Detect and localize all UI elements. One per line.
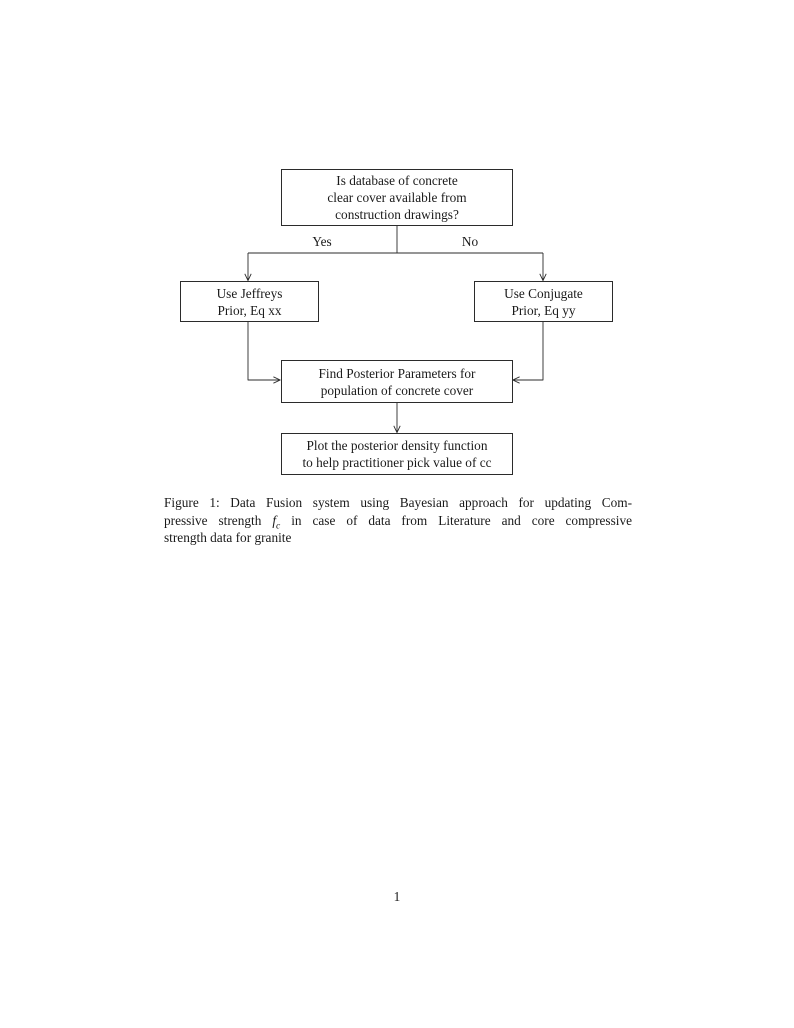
edge-jeffreys-posterior-arrow — [247, 322, 281, 384]
math-fc-symbol: fc — [272, 512, 281, 532]
node-conjugate-line-1: Use Conjugate — [504, 285, 583, 301]
math-fc-subscript: c — [276, 520, 281, 532]
page-number: 1 — [393, 889, 401, 904]
figure-caption: Figure 1: Data Fusion system using Bayes… — [164, 494, 632, 547]
node-plot-density: Plot the posterior density function to h… — [281, 433, 513, 475]
node-question-line-3: construction drawings? — [335, 207, 459, 222]
caption-line-2-post: in case of data from Literature and core… — [291, 512, 632, 528]
node-question-line-2: clear cover available from — [327, 190, 467, 205]
edge-posterior-plot-arrow — [393, 403, 401, 434]
node-conjugate-line-2: Prior, Eq yy — [511, 302, 576, 318]
caption-line-1: Figure 1: Data Fusion system using Bayes… — [164, 495, 632, 510]
caption-line-2: pressive strength fc in case of data fro… — [164, 512, 632, 532]
edge-question-split-line — [248, 226, 543, 254]
node-question-line-1: Is database of concrete — [336, 173, 458, 188]
caption-line-3: strength data for granite — [164, 530, 292, 546]
node-conjugate-prior: Use Conjugate Prior, Eq yy — [474, 281, 613, 322]
node-posterior-line-2: population of concrete cover — [320, 382, 474, 398]
edge-no-arrow — [539, 253, 547, 282]
node-plot-line-1: Plot the posterior density function — [306, 438, 488, 453]
node-jeffreys-prior: Use Jeffreys Prior, Eq xx — [180, 281, 319, 322]
node-jeffreys-line-1: Use Jeffreys — [216, 285, 283, 301]
edge-conjugate-posterior-arrow — [512, 322, 544, 384]
edge-yes-arrow — [244, 253, 252, 282]
edge-label-no: No — [461, 234, 479, 249]
node-plot-line-2: to help practitioner pick value of cc — [302, 455, 492, 470]
edge-label-yes: Yes — [312, 234, 332, 249]
node-jeffreys-line-2: Prior, Eq xx — [217, 302, 282, 318]
node-posterior-parameters: Find Posterior Parameters for population… — [281, 360, 513, 403]
math-fc-var: f — [272, 512, 277, 528]
caption-line-2-pre: pressive strength — [164, 512, 262, 528]
node-question: Is database of concrete clear cover avai… — [281, 169, 513, 226]
node-posterior-line-1: Find Posterior Parameters for — [318, 365, 476, 381]
